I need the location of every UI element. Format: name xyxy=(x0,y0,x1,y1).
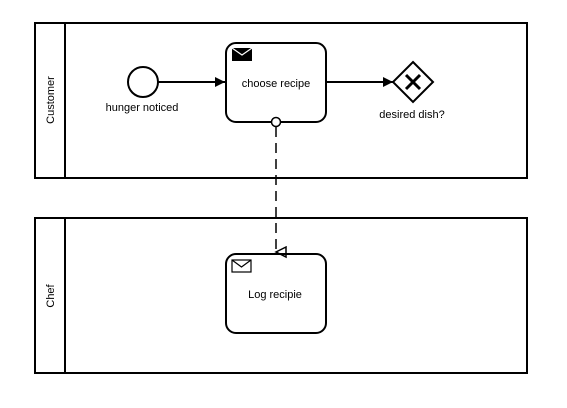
x-icon xyxy=(404,73,422,91)
task-log-recipie[interactable]: Log recipie xyxy=(225,253,327,334)
start-event-label: hunger noticed xyxy=(106,102,179,114)
filled-envelope-icon xyxy=(231,47,253,61)
gateway-label: desired dish? xyxy=(379,109,444,121)
pool-chef[interactable]: Chef xyxy=(34,217,528,374)
pool-customer-label: Customer xyxy=(45,76,57,124)
task-choose-recipe[interactable]: choose recipe xyxy=(225,42,327,123)
task-log-recipie-label: Log recipie xyxy=(248,289,302,301)
pool-chef-label: Chef xyxy=(45,283,57,307)
message-flow[interactable] xyxy=(270,116,281,253)
exclusive-gateway[interactable] xyxy=(391,60,435,104)
task-choose-recipe-label: choose recipe xyxy=(242,78,311,90)
pool-customer[interactable]: Customer xyxy=(34,22,528,179)
outline-envelope-icon xyxy=(231,259,252,273)
start-event[interactable] xyxy=(127,66,159,98)
